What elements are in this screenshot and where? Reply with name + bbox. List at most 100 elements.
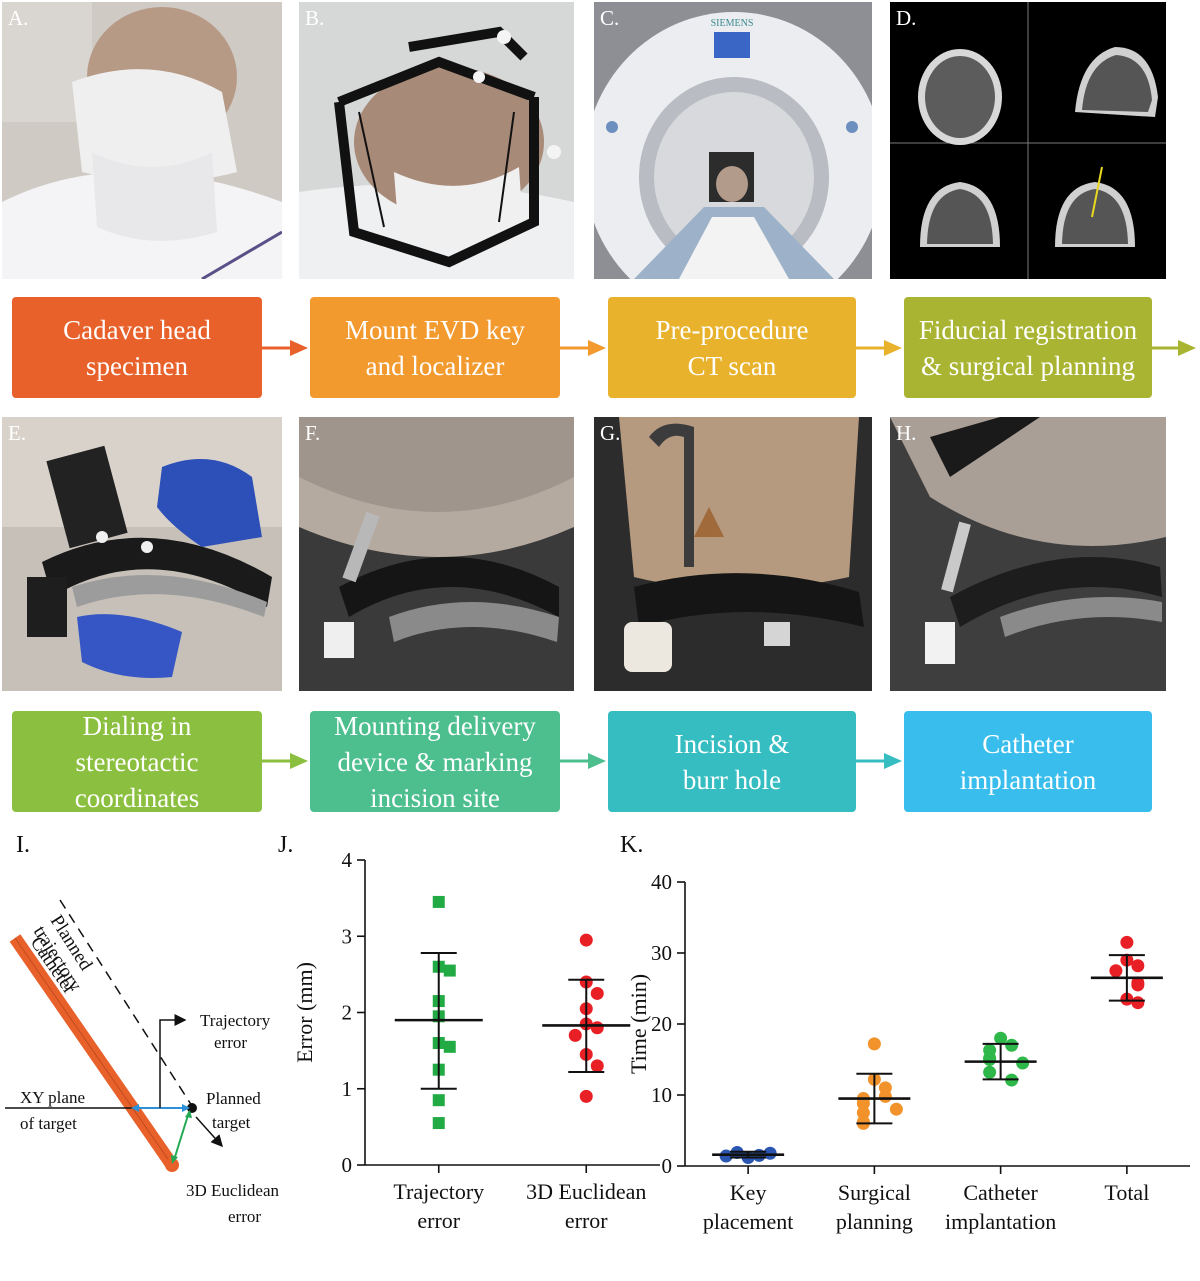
euclidean-error-label-2: error xyxy=(228,1207,261,1226)
flow-arrow xyxy=(1152,337,1198,359)
photo-g-incision-burr-hole: G. xyxy=(594,417,872,691)
data-point xyxy=(856,1106,870,1120)
data-point xyxy=(579,1089,593,1103)
data-point xyxy=(867,1037,881,1051)
y-tick-label: 20 xyxy=(651,1012,672,1036)
data-point xyxy=(889,1102,903,1116)
x-tick-label: Key xyxy=(730,1180,767,1205)
step-label: Dialing in stereotactic coordinates xyxy=(74,710,200,813)
data-point xyxy=(983,1053,997,1066)
photo-label: A. xyxy=(8,6,29,30)
x-tick-label: error xyxy=(565,1208,608,1233)
y-tick-label: 40 xyxy=(651,870,672,894)
step-cadaver-head-specimen: Cadaver head specimen xyxy=(12,297,262,398)
flow-arrow xyxy=(262,337,310,359)
photo-label: H. xyxy=(896,421,917,445)
data-point xyxy=(878,1089,892,1103)
data-point xyxy=(432,1117,445,1130)
x-tick-label: Trajectory xyxy=(393,1179,484,1204)
step-pre-procedure-ct: Pre-procedure CT scan xyxy=(608,297,856,398)
x-tick-label: Catheter xyxy=(963,1180,1038,1205)
euclidean-error-arrow xyxy=(173,1111,190,1161)
photo-label: C. xyxy=(600,6,620,30)
data-point xyxy=(1109,964,1123,978)
data-point xyxy=(590,1059,604,1073)
data-point xyxy=(1131,978,1145,992)
flow-arrow xyxy=(856,337,904,359)
data-point xyxy=(1131,959,1145,973)
y-tick-label: 0 xyxy=(662,1154,673,1178)
panel-letter-i: I. xyxy=(16,832,30,858)
trajectory-error-label-2: error xyxy=(214,1033,247,1052)
step-label: Incision & burr hole xyxy=(674,728,790,795)
euclidean-error-label-1: 3D Euclidean xyxy=(186,1181,279,1200)
photo-label: E. xyxy=(8,421,27,445)
photo-label: D. xyxy=(896,6,917,30)
data-point xyxy=(719,1149,733,1163)
photo-f-mounting-delivery: F. xyxy=(299,417,574,691)
xy-plane-label-1: XY plane xyxy=(20,1088,85,1107)
step-label: Catheter implantation xyxy=(959,728,1097,795)
step-label: Pre-procedure CT scan xyxy=(655,314,809,381)
data-point xyxy=(1120,935,1134,949)
photo-d-ct-planning-views: D. xyxy=(890,2,1166,279)
data-point xyxy=(432,1094,445,1107)
y-tick-label: 4 xyxy=(342,848,353,872)
data-point xyxy=(590,1021,604,1035)
y-tick-label: 3 xyxy=(342,924,353,948)
photo-h-catheter-implantation: H. xyxy=(890,417,1166,691)
y-axis-title: Error (mm) xyxy=(292,962,317,1063)
data-point xyxy=(856,1097,870,1111)
step-mount-evd-key: Mount EVD key and localizer xyxy=(310,297,560,398)
y-tick-label: 1 xyxy=(342,1077,353,1101)
photo-e-dialing-coordinates: E. xyxy=(2,417,282,691)
data-point xyxy=(763,1146,777,1160)
y-axis-title: Time (min) xyxy=(630,974,651,1074)
x-tick-label: 3D Euclidean xyxy=(526,1179,646,1204)
data-point xyxy=(579,933,593,947)
x-tick-label: placement xyxy=(703,1209,793,1234)
photo-a-cadaver-head: A. xyxy=(2,2,282,279)
photo-label: F. xyxy=(305,421,321,445)
planned-target-dot xyxy=(187,1103,197,1113)
flow-arrow xyxy=(560,750,608,772)
data-point xyxy=(1016,1056,1030,1070)
planned-target-label-2: target xyxy=(212,1113,251,1132)
x-tick-label: planning xyxy=(836,1209,913,1234)
flow-arrow xyxy=(262,750,310,772)
y-tick-label: 0 xyxy=(342,1153,353,1177)
step-catheter-implantation: Catheter implantation xyxy=(904,711,1152,812)
x-tick-label: Surgical xyxy=(838,1180,911,1205)
y-tick-label: 10 xyxy=(651,1083,672,1107)
step-label: Fiducial registration & surgical plannin… xyxy=(918,314,1138,381)
step-fiducial-registration: Fiducial registration & surgical plannin… xyxy=(904,297,1152,398)
step-mounting-delivery: Mounting delivery device & marking incis… xyxy=(310,711,560,813)
panel-letter-j: J. xyxy=(278,832,294,858)
panel-letter-k: K. xyxy=(620,832,644,858)
x-tick-label: error xyxy=(417,1208,460,1233)
data-point xyxy=(1005,1038,1019,1052)
panel-i-diagram: Planned trajectory Catheter Trajectory e… xyxy=(5,899,279,1226)
data-point xyxy=(443,964,456,977)
photo-label: B. xyxy=(305,6,325,30)
scanner-brand: SIEMENS xyxy=(711,18,754,29)
y-tick-label: 30 xyxy=(651,941,672,965)
step-label: Cadaver head specimen xyxy=(63,314,211,381)
flow-arrow xyxy=(856,750,904,772)
data-point xyxy=(983,1065,997,1079)
photo-label: G. xyxy=(600,421,621,445)
step-dialing-coordinates: Dialing in stereotactic coordinates xyxy=(12,711,262,813)
data-point xyxy=(443,1040,456,1053)
data-point xyxy=(994,1031,1008,1045)
planned-target-label-1: Planned xyxy=(206,1089,261,1108)
trajectory-error-label-1: Trajectory xyxy=(200,1011,271,1030)
photo-c-ct-scanner: SIEMENS C. xyxy=(594,2,872,279)
y-tick-label: 2 xyxy=(342,1001,353,1025)
flow-arrow xyxy=(560,337,608,359)
photo-b-localizer-mounted: B. xyxy=(299,2,574,279)
x-tick-label: Total xyxy=(1104,1180,1149,1205)
x-tick-label: implantation xyxy=(945,1209,1056,1234)
data-point xyxy=(1131,996,1145,1010)
